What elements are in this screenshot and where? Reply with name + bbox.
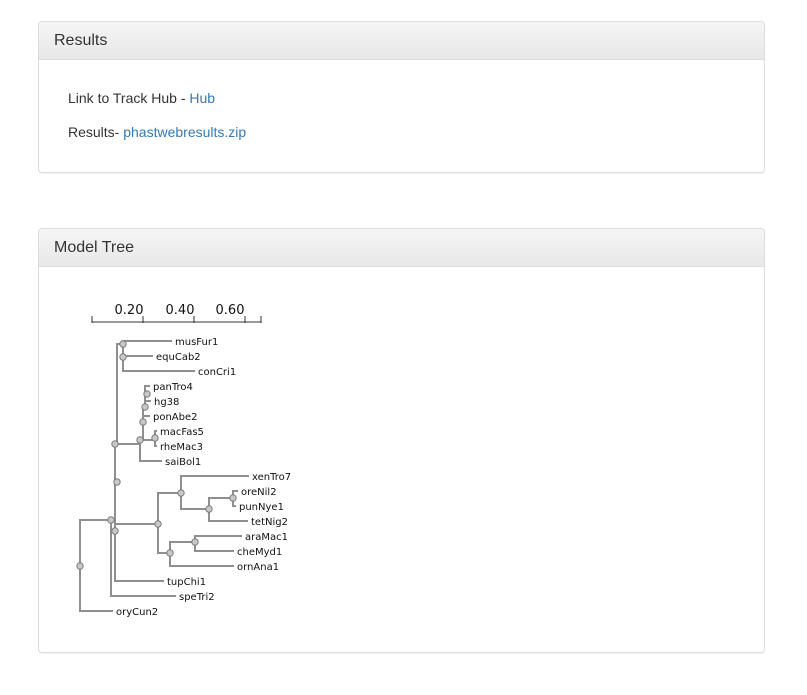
hub-link[interactable]: Hub xyxy=(189,90,216,106)
model-tree-panel-title: Model Tree xyxy=(39,229,764,267)
track-hub-line: Link to Track Hub - Hub xyxy=(68,90,215,106)
results-zip-link[interactable]: phastwebresults.zip xyxy=(123,124,247,140)
results-panel-title: Results xyxy=(39,22,764,60)
results-label: Results- xyxy=(68,124,124,140)
results-line: Results- phastwebresults.zip xyxy=(68,124,246,140)
track-hub-label: Link to Track Hub - xyxy=(68,90,190,106)
model-tree-panel: Model Tree xyxy=(38,228,765,653)
results-panel: Results Link to Track Hub - Hub Results-… xyxy=(38,21,765,173)
